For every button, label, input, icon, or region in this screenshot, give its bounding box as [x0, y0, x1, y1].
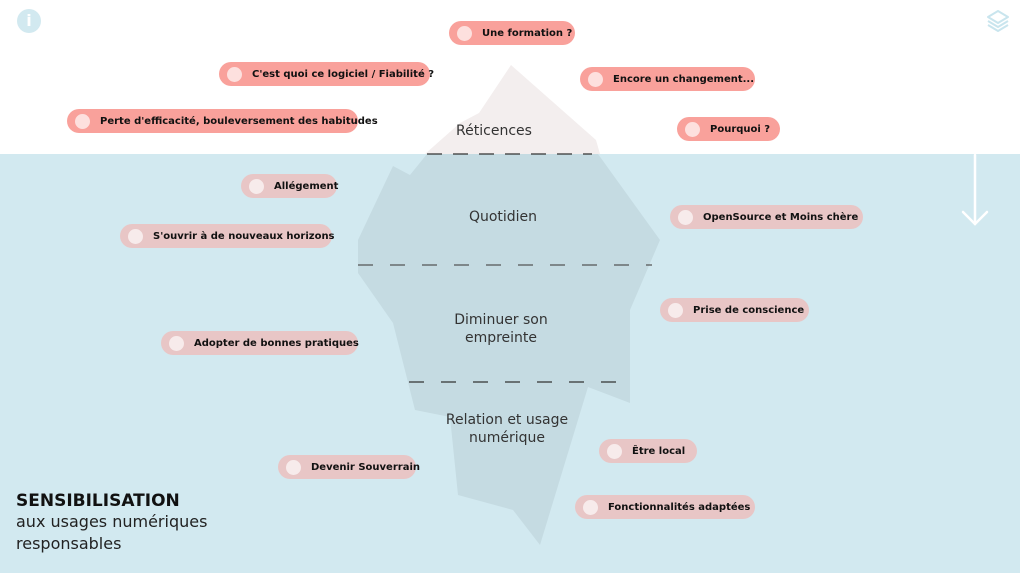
dot-icon: [128, 228, 143, 244]
dot-icon: [75, 113, 90, 129]
pill-label: Pourquoi ?: [710, 123, 771, 135]
dot-icon: [678, 209, 693, 225]
pill-label: C'est quoi ce logiciel / Fiabilité ?: [252, 68, 435, 80]
pill-label: Être local: [632, 445, 686, 457]
dot-icon: [169, 335, 184, 351]
dot-icon: [227, 66, 242, 82]
dot-icon: [685, 121, 700, 137]
pill-bonnes-pratiques[interactable]: Adopter de bonnes pratiques: [161, 331, 359, 355]
pill-label: Allégement: [274, 180, 339, 192]
level-relation: Relation et usage numérique: [446, 411, 568, 447]
info-icon[interactable]: i: [17, 9, 41, 33]
dot-icon: [286, 459, 301, 475]
pill-label: Encore un changement...: [613, 73, 755, 85]
level-empreinte-line1: Diminuer son: [454, 312, 548, 328]
pill-label: Adopter de bonnes pratiques: [194, 337, 359, 349]
layers-icon[interactable]: [986, 9, 1010, 33]
pill-fonctionnalites[interactable]: Fonctionnalités adaptées: [575, 495, 755, 519]
pill-allegement[interactable]: Allégement: [241, 174, 339, 198]
pill-opensource[interactable]: OpenSource et Moins chère: [670, 205, 863, 229]
pill-etre-local[interactable]: Être local: [599, 439, 697, 463]
pill-label: Fonctionnalités adaptées: [608, 501, 751, 513]
dot-icon: [249, 178, 264, 194]
iceberg-underwater: [358, 154, 660, 545]
pill-label: Une formation ?: [482, 27, 573, 39]
page-title: SENSIBILISATION aux usages numériques re…: [16, 491, 207, 555]
level-empreinte-line2: empreinte: [464, 330, 538, 346]
level-relation-line2: numérique: [468, 430, 545, 446]
dot-icon: [668, 302, 683, 318]
pill-logiciel-fiabilite[interactable]: C'est quoi ce logiciel / Fiabilité ?: [219, 62, 434, 86]
level-empreinte: Diminuer son empreinte: [454, 311, 548, 347]
level-relation-line1: Relation et usage: [445, 412, 569, 428]
pill-encore-changement[interactable]: Encore un changement...: [580, 67, 755, 91]
iceberg-tip: [425, 65, 600, 154]
title-line2: responsables: [16, 534, 122, 553]
dot-icon: [583, 499, 598, 515]
pill-prise-conscience[interactable]: Prise de conscience: [660, 298, 809, 322]
pill-label: OpenSource et Moins chère: [703, 211, 859, 223]
dot-icon: [588, 71, 603, 87]
pill-perte-efficacite[interactable]: Perte d'efficacité, bouleversement des h…: [67, 109, 378, 133]
pill-label: Devenir Souverrain: [311, 461, 420, 473]
pill-label: Prise de conscience: [693, 304, 805, 316]
dot-icon: [457, 25, 472, 41]
level-quotidien: Quotidien: [468, 209, 538, 225]
title-line1: aux usages numériques: [16, 512, 208, 531]
pill-nouveaux-horizons[interactable]: S'ouvrir à de nouveaux horizons: [120, 224, 335, 248]
down-arrow-icon: [961, 153, 989, 226]
pill-label: S'ouvrir à de nouveaux horizons: [153, 230, 335, 242]
dot-icon: [607, 443, 622, 459]
pill-souverrain[interactable]: Devenir Souverrain: [278, 455, 420, 479]
pill-une-formation[interactable]: Une formation ?: [449, 21, 575, 45]
title-heading: SENSIBILISATION: [16, 491, 180, 511]
pill-pourquoi[interactable]: Pourquoi ?: [677, 117, 780, 141]
pill-label: Perte d'efficacité, bouleversement des h…: [100, 115, 378, 127]
level-reticences: Réticences: [456, 123, 532, 139]
